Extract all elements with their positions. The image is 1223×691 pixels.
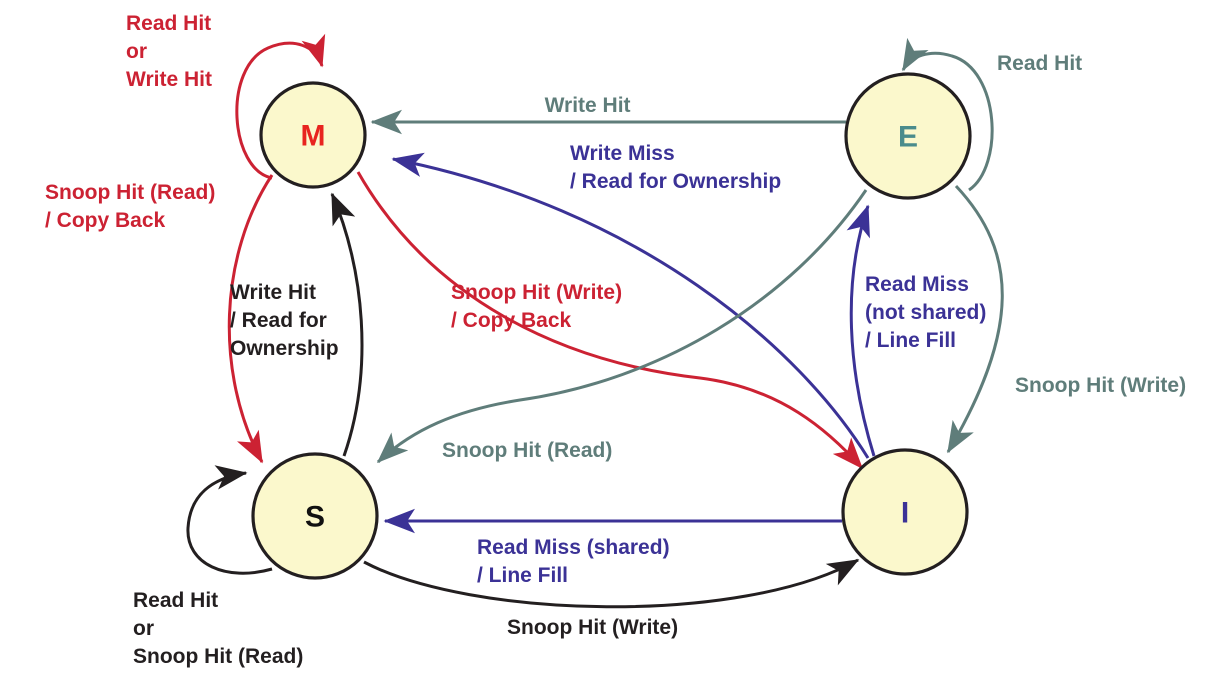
edge-m-to-s	[227, 174, 274, 464]
edges-layer	[186, 33, 1004, 609]
state-node-e[interactable]: E	[844, 72, 972, 200]
edge-label-s-to-m: Write Hit / Read for Ownership	[230, 281, 379, 360]
edge-label-s-to-i: Snoop Hit (Write)	[507, 616, 719, 639]
edge-label-s-self: Read Hit or Snoop Hit (Read)	[133, 589, 344, 668]
edge-e-self	[901, 37, 994, 192]
edge-label-i-to-m: Write Miss / Read for Ownership	[570, 142, 822, 193]
edge-label-m-to-s: Snoop Hit (Read) / Copy Back	[45, 181, 268, 232]
edge-label-m-self: Read Hit or Write Hit	[126, 12, 264, 91]
edge-s-self	[186, 465, 273, 575]
state-circle-m[interactable]	[259, 81, 367, 189]
edge-label-i-to-e: Read Miss (not shared) / Line Fill	[865, 273, 1039, 352]
edge-s-to-i	[363, 558, 860, 609]
edge-i-to-e	[846, 204, 876, 457]
state-circle-i[interactable]	[841, 448, 969, 576]
edge-labels-layer: Read Hit or Write Hit Read Hit Read Hit …	[45, 12, 1223, 668]
edge-m-to-i	[356, 171, 864, 470]
state-label-i: I	[901, 497, 909, 530]
edge-label-e-self: Read Hit	[997, 52, 1123, 75]
state-label-m: M	[301, 120, 326, 153]
state-circle-s[interactable]	[251, 452, 379, 580]
state-circle-e[interactable]	[844, 72, 972, 200]
edge-label-e-to-m: Write Hit	[545, 94, 672, 117]
edge-label-e-to-s: Snoop Hit (Read)	[442, 439, 653, 462]
edge-label-e-to-i: Snoop Hit (Write)	[1015, 374, 1223, 397]
edge-i-to-m	[391, 152, 870, 459]
state-node-i[interactable]: I	[841, 448, 969, 576]
edge-e-to-i	[946, 184, 1004, 454]
edge-label-m-to-i: Snoop Hit (Write) / Copy Back	[451, 281, 675, 332]
edge-s-to-m	[330, 192, 364, 457]
state-node-s[interactable]: S	[251, 452, 379, 580]
states-layer: M E S I	[251, 72, 972, 580]
state-label-e: E	[898, 121, 918, 154]
state-node-m[interactable]: M	[259, 81, 367, 189]
edge-e-to-s	[376, 189, 868, 464]
state-label-s: S	[305, 501, 325, 534]
edge-label-i-to-s: Read Miss (shared) / Line Fill	[477, 536, 722, 587]
edge-m-self	[235, 33, 326, 180]
